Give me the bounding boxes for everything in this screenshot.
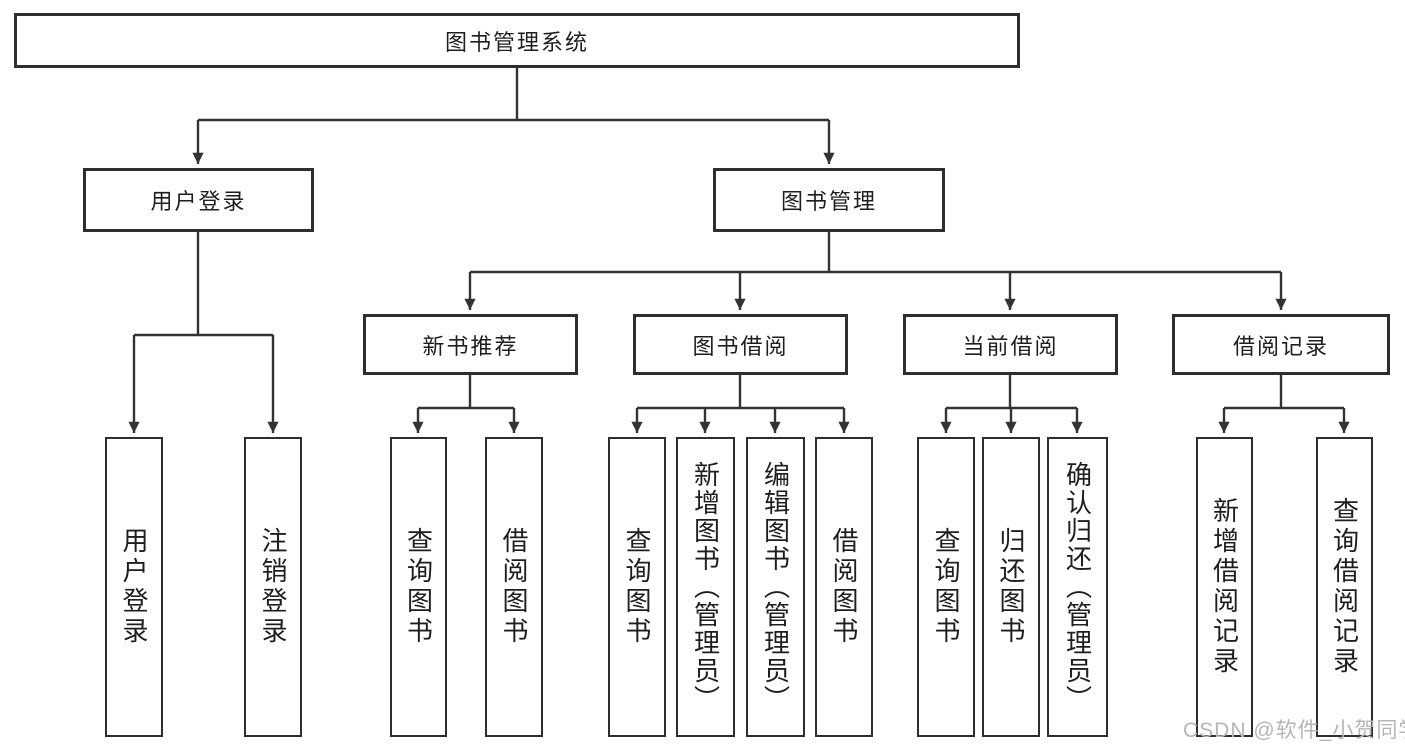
- leaf-borrow-books-1-label: 借阅图书: [499, 527, 529, 647]
- leaf-edit-books-admin-label: 编辑图书（管理员）: [760, 461, 791, 713]
- leaf-add-borrow-record-label: 新增借阅记录: [1209, 497, 1240, 677]
- node-borrow-records-label: 借阅记录: [1232, 333, 1329, 359]
- node-new-book-recommend: 新书推荐: [363, 314, 578, 375]
- node-root-label: 图书管理系统: [444, 29, 589, 55]
- node-current-borrow: 当前借阅: [903, 314, 1118, 375]
- leaf-user-login: 用户登录: [105, 437, 163, 737]
- node-current-borrow-label: 当前借阅: [962, 333, 1059, 359]
- leaf-user-login-label: 用户登录: [119, 527, 149, 647]
- watermark: CSDN @软件_小贺同学: [1183, 719, 1405, 742]
- node-new-book-recommend-label: 新书推荐: [422, 333, 519, 359]
- node-user-login-label: 用户登录: [150, 189, 247, 214]
- leaf-return-books-label: 归还图书: [996, 527, 1026, 647]
- node-root: 图书管理系统: [14, 13, 1020, 68]
- leaf-query-books-2: 查询图书: [608, 437, 666, 737]
- leaf-logout-label: 注销登录: [258, 527, 288, 647]
- leaf-confirm-return-admin-label: 确认归还（管理员）: [1062, 461, 1093, 713]
- leaf-query-books-1-label: 查询图书: [403, 527, 434, 647]
- leaf-borrow-books-2: 借阅图书: [815, 437, 873, 737]
- leaf-query-books-3: 查询图书: [917, 437, 975, 737]
- leaf-query-books-1: 查询图书: [390, 437, 447, 737]
- node-book-management: 图书管理: [713, 168, 945, 232]
- leaf-query-borrow-record: 查询借阅记录: [1316, 437, 1373, 737]
- leaf-query-books-2-label: 查询图书: [622, 527, 652, 647]
- node-book-management-label: 图书管理: [780, 189, 877, 214]
- leaf-edit-books-admin: 编辑图书（管理员）: [746, 437, 805, 737]
- node-user-login: 用户登录: [83, 168, 314, 232]
- leaf-add-borrow-record: 新增借阅记录: [1196, 437, 1253, 737]
- leaf-logout: 注销登录: [244, 437, 302, 737]
- leaf-add-books-admin-label: 新增图书（管理员）: [690, 461, 721, 713]
- leaf-borrow-books-1: 借阅图书: [485, 437, 543, 737]
- leaf-return-books: 归还图书: [982, 437, 1040, 737]
- node-book-borrow: 图书借阅: [633, 314, 848, 375]
- node-borrow-records: 借阅记录: [1172, 314, 1390, 375]
- node-book-borrow-label: 图书借阅: [692, 333, 789, 359]
- leaf-query-books-3-label: 查询图书: [931, 527, 961, 647]
- leaf-borrow-books-2-label: 借阅图书: [829, 527, 859, 647]
- leaf-confirm-return-admin: 确认归还（管理员）: [1047, 437, 1108, 737]
- leaf-query-borrow-record-label: 查询借阅记录: [1329, 497, 1360, 677]
- leaf-add-books-admin: 新增图书（管理员）: [676, 437, 735, 737]
